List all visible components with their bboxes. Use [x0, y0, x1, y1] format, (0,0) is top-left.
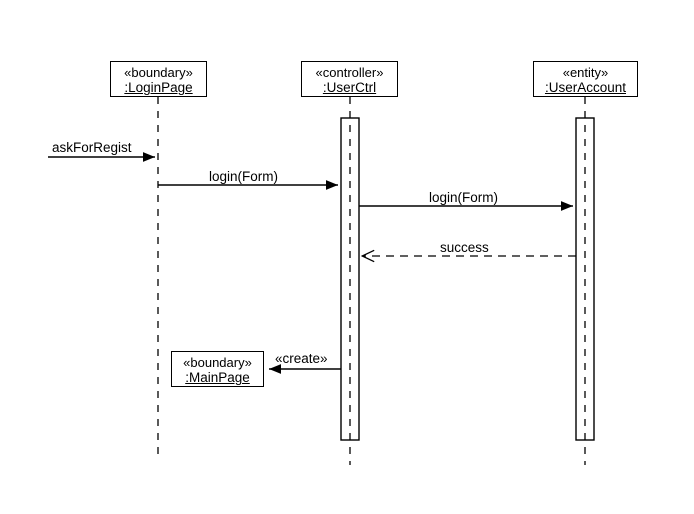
message-label-login-form-1: login(Form)	[209, 169, 279, 184]
participant-box-loginpage[interactable]: «boundary» :LoginPage	[110, 61, 207, 97]
participant-name: :UserCtrl	[322, 80, 377, 96]
participant-stereotype: «controller»	[315, 65, 384, 80]
message-label-success: success	[440, 240, 489, 255]
participant-name: :LoginPage	[124, 80, 193, 96]
participant-box-useraccount[interactable]: «entity» :UserAccount	[533, 61, 638, 97]
message-label-create: «create»	[275, 351, 328, 366]
participant-stereotype: «boundary»	[124, 65, 193, 80]
participant-box-mainpage[interactable]: «boundary» :MainPage	[171, 351, 264, 387]
participant-name: :UserAccount	[544, 80, 627, 96]
message-label-login-form-2: login(Form)	[429, 190, 499, 205]
activation-bar-useraccount	[575, 117, 595, 441]
participant-stereotype: «boundary»	[183, 355, 252, 370]
activation-bar-userctrl	[340, 117, 360, 441]
participant-box-userctrl[interactable]: «controller» :UserCtrl	[301, 61, 398, 97]
participant-name: :MainPage	[185, 370, 250, 386]
participant-stereotype: «entity»	[562, 65, 609, 80]
message-label-askForRegist: askForRegist	[52, 140, 132, 155]
